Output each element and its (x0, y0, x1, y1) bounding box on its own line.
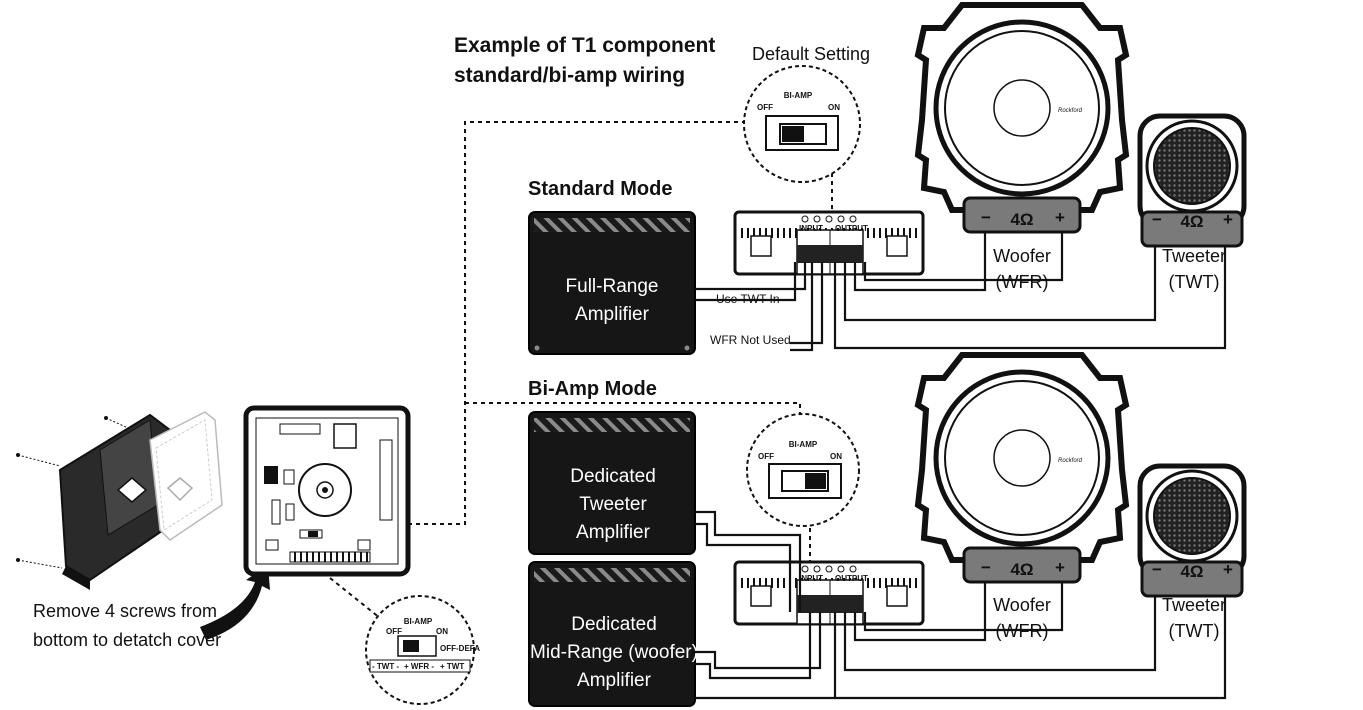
crossover-input-label: INPUT (799, 224, 823, 233)
tweeter-amplifier: Dedicated Tweeter Amplifier (528, 411, 696, 555)
pcb-switch-off: OFF (386, 627, 402, 636)
midrange-amp-line1: Dedicated (571, 614, 657, 635)
switch-label-biamp: BI-AMP (789, 440, 818, 449)
pcb-switch-detail-bubble: BI-AMP OFF ON OFF-DEFA - TWT - + WFR - +… (365, 595, 480, 705)
wire-amp-neg (695, 262, 797, 302)
tweeter-impedance-biamp: 4Ω (1180, 562, 1203, 581)
tweeter-abbr: (TWT) (1169, 272, 1220, 292)
tweeter-impedance: 4Ω (1180, 212, 1203, 231)
use-twt-in-note: Use TWT In (716, 292, 780, 306)
standard-woofer-speaker (918, 5, 1126, 232)
diagram-title-line1: Example of T1 component (454, 34, 715, 57)
switch-label: BI-AMP (784, 91, 813, 100)
wire-woofer-neg-biamp (853, 582, 987, 642)
wire-mid-amp-pos (695, 612, 822, 670)
wire-tweeter-pos-biamp (833, 582, 1227, 700)
pcb-terminal-twt2: + TWT (440, 662, 464, 671)
connector-pcb-switch (329, 577, 386, 623)
full-range-amplifier: Full-Range Amplifier (528, 211, 696, 355)
tweeter-minus-biamp: − (1152, 560, 1162, 579)
woofer-impedance: 4Ω (1010, 210, 1033, 229)
wire-tweeter-neg-biamp (843, 582, 1157, 672)
standard-mode-heading: Standard Mode (528, 178, 672, 200)
tweeter-amp-line2: Tweeter (579, 494, 647, 515)
pcb-switch-label: BI-AMP (404, 617, 433, 626)
wire-woofer-neg (853, 232, 987, 292)
biamp-mode-heading: Bi-Amp Mode (528, 378, 657, 400)
tweeter-amp-line1: Dedicated (570, 466, 656, 487)
default-setting-label: Default Setting (752, 44, 870, 64)
woofer-impedance-biamp: 4Ω (1010, 560, 1033, 579)
wfr-not-used-note: WFR Not Used (710, 333, 791, 347)
tweeter-minus: − (1152, 210, 1162, 229)
standard-crossover (733, 210, 925, 276)
amplifier-housing-illustration (16, 411, 223, 590)
remove-screws-line2: bottom to detatch cover (33, 630, 221, 650)
wire-wfr-unused-2 (790, 262, 814, 352)
biamp-switch-bubble: BI-AMP OFF ON (746, 413, 860, 527)
tweeter-label-biamp: Tweeter (1162, 595, 1226, 615)
switch-off-label: OFF (757, 103, 773, 112)
full-range-amp-line2: Amplifier (575, 304, 650, 325)
woofer-abbr: (WFR) (996, 272, 1049, 292)
biamp-crossover (733, 560, 925, 626)
pcb-switch-on: ON (436, 627, 448, 636)
connector-to-biamp (465, 402, 801, 418)
wire-tweeter-pos (833, 232, 1227, 350)
woofer-plus: + (1055, 208, 1065, 227)
full-range-amp-line1: Full-Range (566, 276, 659, 297)
switch-on-label-biamp: ON (830, 452, 842, 461)
woofer-plus-biamp: + (1055, 558, 1065, 577)
pcb-switch-off-default: OFF-DEFA (440, 644, 480, 653)
switch-knob-on-position (805, 473, 826, 489)
remove-screws-line1: Remove 4 screws from (33, 601, 217, 621)
woofer-minus: − (981, 208, 991, 227)
pcb-terminal-twt: - TWT - (372, 662, 399, 671)
biamp-woofer-speaker (918, 355, 1126, 582)
diagram-title-line2: standard/bi-amp wiring (454, 64, 685, 87)
default-switch-bubble: BI-AMP OFF ON (743, 65, 861, 183)
switch-on-label: ON (828, 103, 840, 112)
tweeter-abbr-biamp: (TWT) (1169, 621, 1220, 641)
wire-wfr-unused-1 (790, 262, 824, 345)
tweeter-amp-line3: Amplifier (576, 522, 651, 543)
midrange-amp-line2: Mid-Range (woofer) (530, 642, 698, 663)
woofer-minus-biamp: − (981, 558, 991, 577)
woofer-label: Woofer (993, 246, 1051, 266)
wire-tweeter-neg (843, 232, 1157, 322)
crossover-output-label: OUTPUT (835, 224, 868, 233)
midrange-amplifier: Dedicated Mid-Range (woofer) Amplifier (528, 561, 698, 707)
crossover-output-label-biamp: OUTPUT (835, 574, 868, 583)
tweeter-plus: + (1223, 210, 1233, 229)
wire-tweeter-amp-neg (695, 522, 792, 612)
tweeter-label: Tweeter (1162, 246, 1226, 266)
wire-mid-amp-neg (695, 612, 812, 680)
circuit-board-illustration (243, 405, 411, 577)
wire-woofer-pos (863, 232, 1064, 282)
midrange-amp-line3: Amplifier (577, 670, 652, 691)
woofer-abbr-biamp: (WFR) (996, 621, 1049, 641)
wire-tweeter-amp-pos (695, 510, 802, 612)
switch-knob-off-position (782, 126, 804, 142)
pcb-terminal-wfr: + WFR - (404, 662, 434, 671)
wire-amp-pos (695, 262, 807, 291)
crossover-input-label-biamp: INPUT (799, 574, 823, 583)
connector-to-standard (408, 121, 748, 525)
arrow-icon (200, 565, 270, 640)
tweeter-plus-biamp: + (1223, 560, 1233, 579)
switch-off-label-biamp: OFF (758, 452, 774, 461)
wire-woofer-pos-biamp (863, 582, 1064, 632)
woofer-label-biamp: Woofer (993, 595, 1051, 615)
